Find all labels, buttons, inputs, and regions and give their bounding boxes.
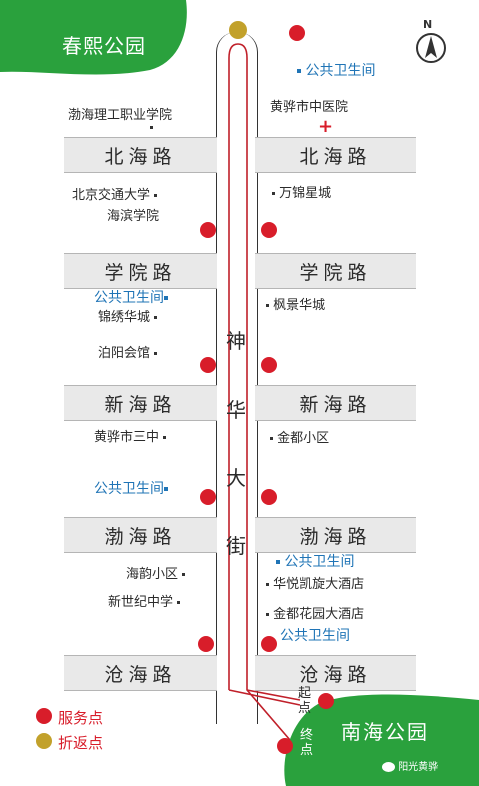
marker-icon xyxy=(266,583,269,586)
marker-icon xyxy=(266,304,269,307)
legend-service-icon xyxy=(36,708,52,724)
toilet-label: 公共卫生间 xyxy=(297,63,375,79)
service-point-icon xyxy=(261,357,277,373)
toilet-label: 公共卫生间 xyxy=(94,290,168,306)
top-park-label: 春熙公园 xyxy=(62,34,146,58)
place-fengjing: 枫景华城 xyxy=(266,298,325,314)
road-xueyuan-right: 学院路 xyxy=(255,253,416,289)
service-point-icon xyxy=(289,25,305,41)
marker-icon xyxy=(266,613,269,616)
service-point-icon xyxy=(261,222,277,238)
street-char: 大 xyxy=(226,466,246,490)
road-xinhai-right: 新海路 xyxy=(255,385,416,421)
legend-service-label: 服务点 xyxy=(58,709,104,727)
service-point-icon xyxy=(200,357,216,373)
start-label: 起 点 xyxy=(298,686,312,716)
place-bohai-tech: 渤海理工职业学院 xyxy=(68,108,173,123)
place-jinxiu: 锦绣华城 xyxy=(98,310,158,326)
service-point-icon xyxy=(261,489,277,505)
place-no3-school: 黄骅市三中 xyxy=(94,430,167,446)
marker-icon xyxy=(276,560,280,564)
marker-icon xyxy=(182,573,186,576)
turnaround-point-icon xyxy=(229,21,247,39)
road-beihai-left: 北海路 xyxy=(64,137,217,173)
place-bjtu: 北京交通大学 xyxy=(72,188,158,204)
street-char: 街 xyxy=(226,534,246,558)
bottom-park-label: 南海公园 xyxy=(341,720,429,744)
legend-turnaround-label: 折返点 xyxy=(58,734,104,752)
marker-icon xyxy=(154,352,158,355)
place-new-century: 新世纪中学 xyxy=(108,595,181,611)
marker-icon xyxy=(163,436,167,439)
place-tcm-hospital: 黄骅市中医院 xyxy=(270,100,349,115)
place-wanjin: 万锦星城 xyxy=(272,186,331,202)
compass-letter: N xyxy=(423,18,433,31)
watermark: 阳光黄骅 xyxy=(382,758,438,773)
marker-icon xyxy=(177,601,181,604)
road-canghai-right: 沧海路 xyxy=(255,655,416,691)
main-street xyxy=(216,32,258,724)
road-bohai-right: 渤海路 xyxy=(255,517,416,553)
place-boyang: 泊阳会馆 xyxy=(98,346,158,362)
service-point-icon xyxy=(318,693,334,709)
service-point-icon xyxy=(261,636,277,652)
compass-icon xyxy=(416,33,446,63)
road-beihai-right: 北海路 xyxy=(255,137,416,173)
place-haibin: 海滨学院 xyxy=(107,209,160,224)
road-xueyuan-left: 学院路 xyxy=(64,253,217,289)
top-park-shape xyxy=(0,0,187,75)
toilet-label: 公共卫生间 xyxy=(280,628,350,644)
marker-icon xyxy=(164,296,168,300)
road-canghai-left: 沧海路 xyxy=(64,655,217,691)
place-jindu-hotel: 金都花园大酒店 xyxy=(266,607,364,623)
street-char: 神 xyxy=(226,329,246,353)
marker-icon xyxy=(272,192,275,195)
marker-icon xyxy=(154,194,158,197)
marker-icon xyxy=(164,487,168,491)
legend-turnaround-icon xyxy=(36,733,52,749)
street-char: 华 xyxy=(226,398,246,422)
place-haiyun: 海韵小区 xyxy=(126,567,186,583)
hospital-cross-icon: + xyxy=(318,116,334,137)
service-point-icon xyxy=(200,489,216,505)
marker-icon xyxy=(150,126,153,129)
marker-icon xyxy=(270,437,273,440)
marker-icon xyxy=(297,69,301,73)
wechat-icon xyxy=(382,762,395,772)
toilet-label: 公共卫生间 xyxy=(276,554,354,570)
service-point-icon xyxy=(198,636,214,652)
service-point-icon xyxy=(277,738,293,754)
service-point-icon xyxy=(200,222,216,238)
end-label: 终 点 xyxy=(300,728,314,758)
marker-icon xyxy=(154,316,158,319)
road-bohai-left: 渤海路 xyxy=(64,517,217,553)
road-xinhai-left: 新海路 xyxy=(64,385,217,421)
place-huayue-hotel: 华悦凯旋大酒店 xyxy=(266,577,364,593)
toilet-label: 公共卫生间 xyxy=(94,481,168,497)
place-jindu-district: 金都小区 xyxy=(270,431,329,447)
